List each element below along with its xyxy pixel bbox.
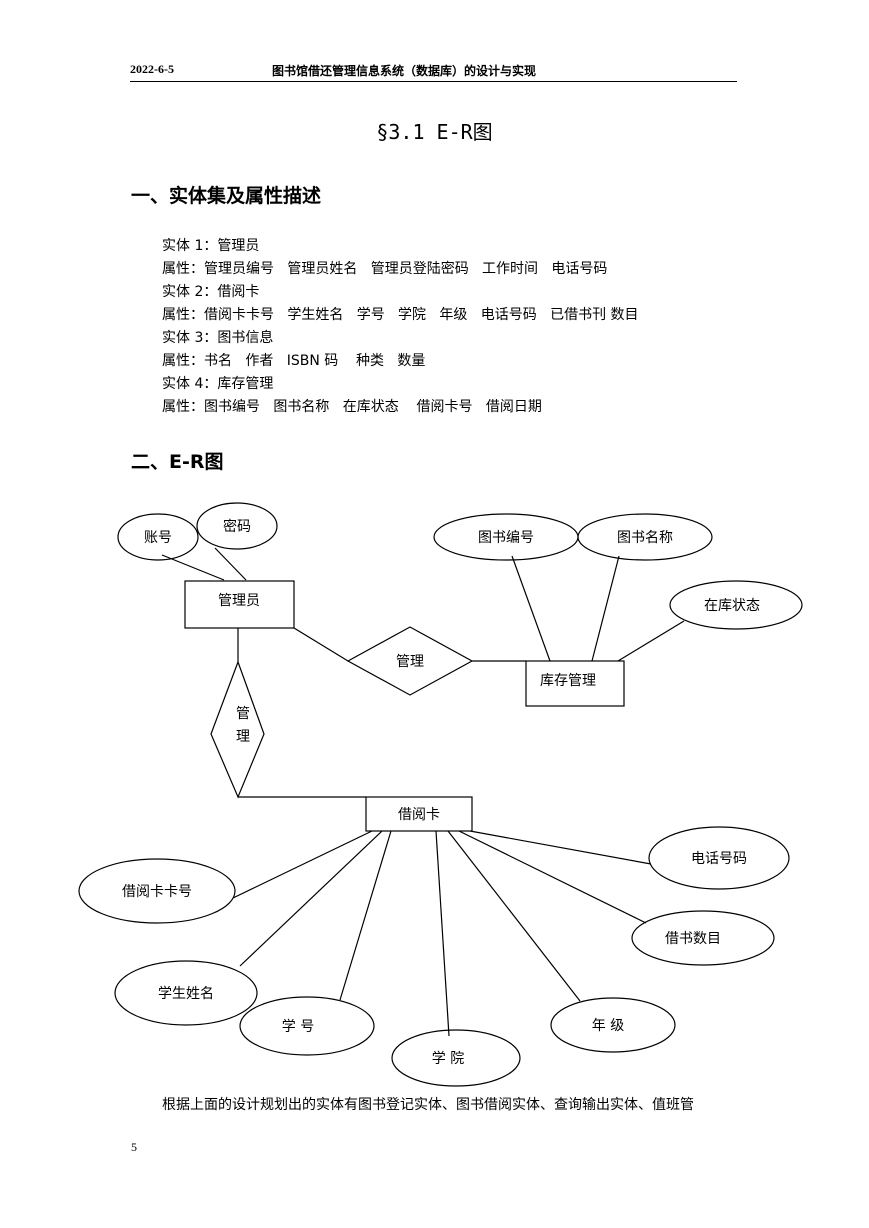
connector-line: [458, 830, 647, 924]
relationship-label-manage: 管理: [396, 654, 424, 670]
entity-box: [184, 580, 295, 629]
attribute-ellipse: [577, 513, 713, 561]
attribute-label-password: 密码: [223, 518, 251, 535]
attribute-ellipse: [196, 502, 278, 550]
connector-line: [591, 555, 620, 662]
connector-line: [339, 830, 392, 1001]
section-title: §3.1 E-R图: [376, 120, 493, 144]
attribute-ellipse: [648, 826, 790, 890]
attribute-ellipse: [117, 513, 199, 561]
connector-line: [232, 830, 373, 899]
body-paragraph: 根据上面的设计规划出的实体有图书登记实体、图书借阅实体、查询输出实体、值班管: [162, 1097, 694, 1113]
header-date: 2022-6-5: [130, 62, 174, 76]
entity-box: [365, 796, 473, 832]
attribute-ellipse: [550, 997, 676, 1053]
heading-entity-attributes: 一、实体集及属性描述: [131, 185, 322, 207]
entity-box: [525, 660, 625, 707]
header-rule: [130, 81, 737, 82]
attribute-line: 属性：图书编号 图书名称 在库状态 借阅卡号 借阅日期: [162, 399, 542, 415]
connector-line: [293, 627, 349, 662]
connector-line: [161, 554, 225, 581]
connector-line: [617, 620, 685, 662]
relationship-diamond: [210, 660, 265, 799]
attribute-ellipse: [669, 580, 803, 630]
attribute-ellipse: [78, 858, 236, 924]
attribute-label-phone: 电话号码: [691, 851, 747, 867]
entity-line: 实体 1：管理员: [162, 238, 260, 254]
attribute-ellipse: [391, 1029, 521, 1087]
attribute-label-stock-status: 在库状态: [704, 598, 760, 614]
attribute-line: 属性：借阅卡卡号 学生姓名 学号 学院 年级 电话号码 已借书刊 数目: [162, 307, 639, 323]
page-number: 5: [131, 1140, 137, 1154]
relationship-label-manage-vertical-1: 管: [236, 706, 250, 722]
entity-line: 实体 3：图书信息: [162, 330, 274, 346]
attribute-ellipse: [114, 960, 258, 1026]
attribute-label-borrow-count: 借书数目: [665, 931, 721, 947]
entity-label-admin: 管理员: [218, 593, 260, 609]
attribute-label-grade: 年 级: [592, 1018, 624, 1034]
attribute-line: 属性：管理员编号 管理员姓名 管理员登陆密码 工作时间 电话号码: [162, 261, 608, 277]
entity-line: 实体 2：借阅卡: [162, 284, 260, 300]
attribute-label-book-name: 图书名称: [617, 530, 673, 546]
connector-line: [511, 555, 551, 662]
attribute-ellipse: [631, 910, 775, 966]
header-title: 图书馆借还管理信息系统（数据库）的设计与实现: [272, 64, 537, 78]
connector-line: [239, 830, 383, 967]
connector-line: [447, 830, 581, 1002]
connector-line: [469, 830, 652, 865]
attribute-label-college: 学 院: [432, 1051, 464, 1067]
entity-line: 实体 4：库存管理: [162, 376, 274, 392]
attribute-label-student-no: 学 号: [282, 1019, 314, 1035]
attribute-label-book-id: 图书编号: [478, 530, 534, 546]
attribute-line: 属性：书名 作者 ISBN 码 种类 数量: [162, 353, 426, 369]
entity-label-stock: 库存管理: [540, 673, 596, 689]
connector-line: [214, 547, 247, 581]
attribute-label-card-no: 借阅卡卡号: [122, 884, 192, 900]
attribute-ellipse: [239, 996, 375, 1056]
entity-label-card: 借阅卡: [398, 807, 440, 823]
attribute-label-account: 账号: [144, 530, 172, 546]
heading-er-diagram: 二、E-R图: [131, 451, 224, 473]
relationship-label-manage-vertical-2: 理: [236, 729, 250, 745]
connector-line: [435, 830, 450, 1037]
relationship-diamond: [346, 626, 474, 696]
attribute-label-student-name: 学生姓名: [158, 986, 214, 1002]
